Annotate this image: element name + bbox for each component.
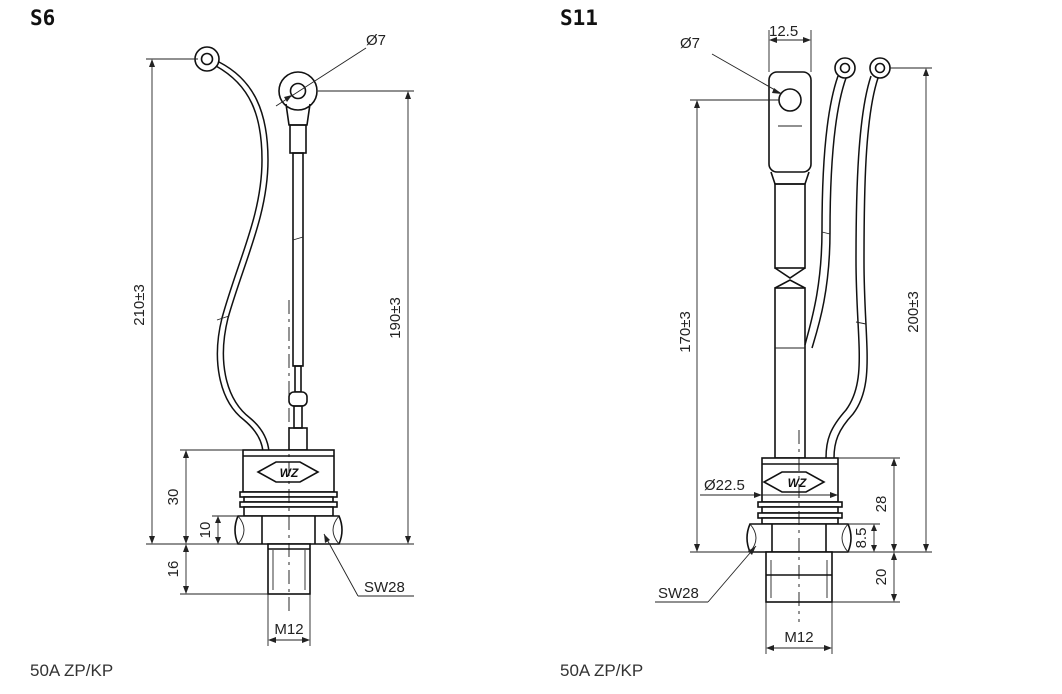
s11-dim-thread-length: 20 [873, 569, 890, 586]
s11-dim-body-diameter: Ø22.5 [704, 477, 745, 494]
s6-logo-mark [256, 461, 320, 483]
s11-dim-thread-size: M12 [784, 629, 813, 646]
s11-title: S11 [560, 6, 598, 30]
s11-footer: 50A ZP/KP [560, 661, 643, 680]
s11-dim-lead-length: 170±3 [677, 311, 694, 353]
s6-drawing: S6 [30, 6, 414, 680]
s11-dim-body-height: 28 [873, 496, 890, 513]
s6-dim-thread-length: 16 [165, 561, 182, 578]
s11-gate-wires [804, 57, 891, 459]
s11-dim-tab-width: 12.5 [769, 23, 798, 40]
s6-footer: 50A ZP/KP [30, 661, 113, 680]
s11-dim-wire-length: 200±3 [905, 291, 922, 333]
s6-main-lead [278, 71, 318, 451]
s6-dim-thread-size: M12 [274, 621, 303, 638]
s6-dim-body-height: 30 [165, 489, 182, 506]
s11-dimensions [655, 30, 932, 654]
s6-dimensions [146, 47, 414, 646]
s6-title: S6 [30, 6, 55, 30]
s11-logo-text: WZ [788, 476, 807, 490]
s6-dim-lead-length: 190±3 [387, 297, 404, 339]
s11-dim-hole: Ø7 [680, 35, 700, 52]
s11-logo-mark [762, 471, 826, 493]
s6-dim-wrench: SW28 [364, 579, 405, 596]
s11-case-body: WZ [757, 457, 843, 525]
s6-dim-nut-height: 10 [197, 522, 214, 539]
s11-dim-nut-height: 8.5 [853, 528, 870, 549]
s11-dim-wrench: SW28 [658, 585, 699, 602]
s11-main-lead [768, 71, 812, 459]
s6-dim-total-length: 210±3 [131, 284, 148, 326]
s6-case-body: WZ [239, 449, 338, 517]
s6-dim-hole: Ø7 [366, 32, 386, 49]
s6-gate-wire [194, 46, 270, 453]
s11-drawing: S11 [560, 6, 932, 680]
